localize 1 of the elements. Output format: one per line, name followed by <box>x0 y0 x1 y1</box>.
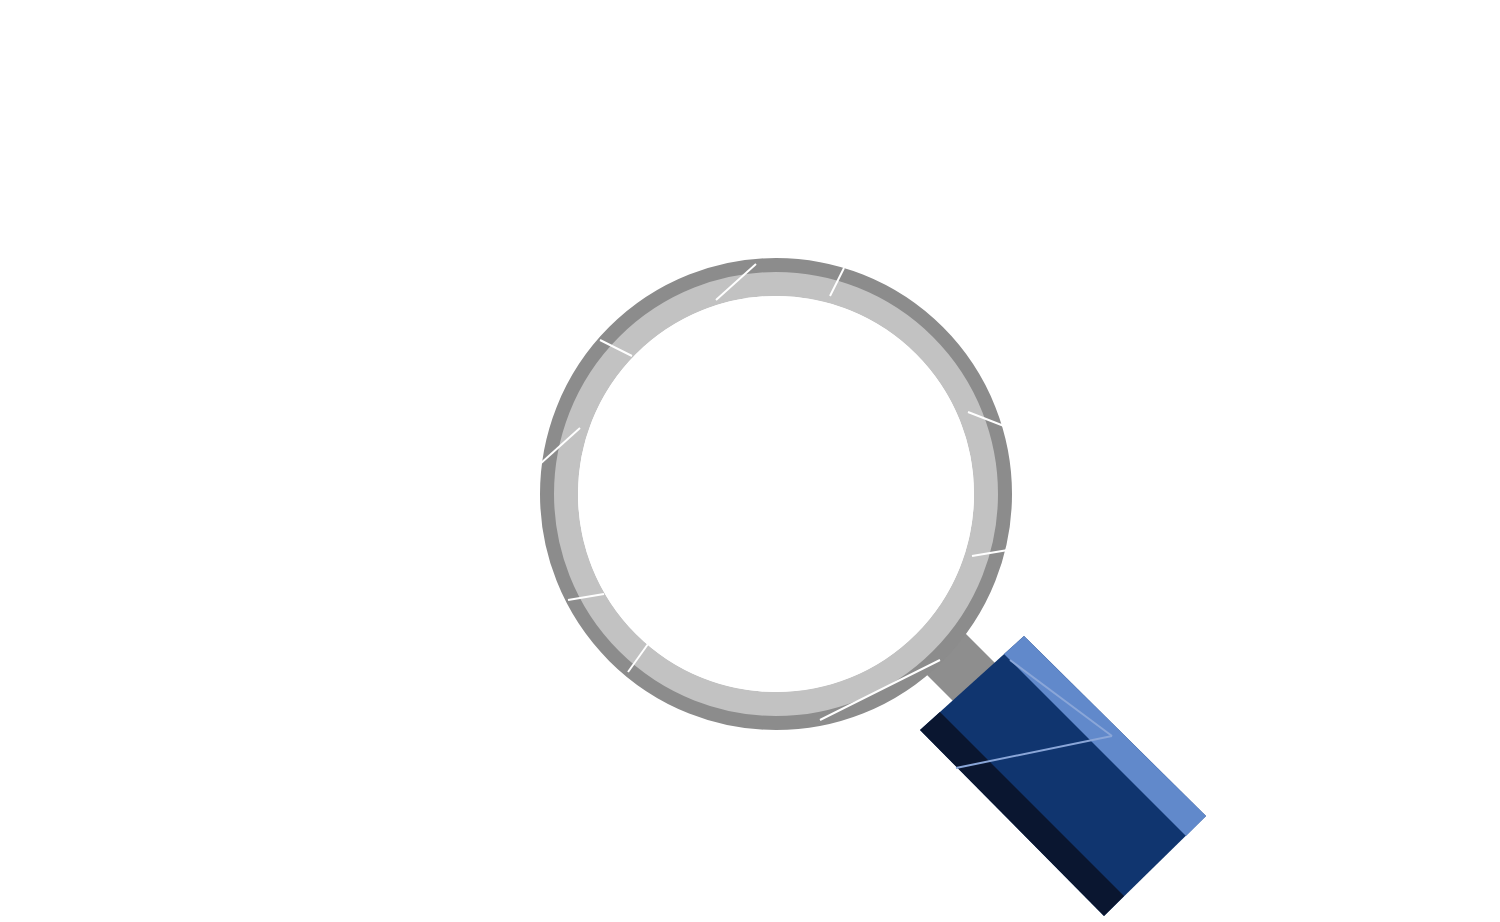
magnifying-glass-drawing <box>539 258 1206 916</box>
